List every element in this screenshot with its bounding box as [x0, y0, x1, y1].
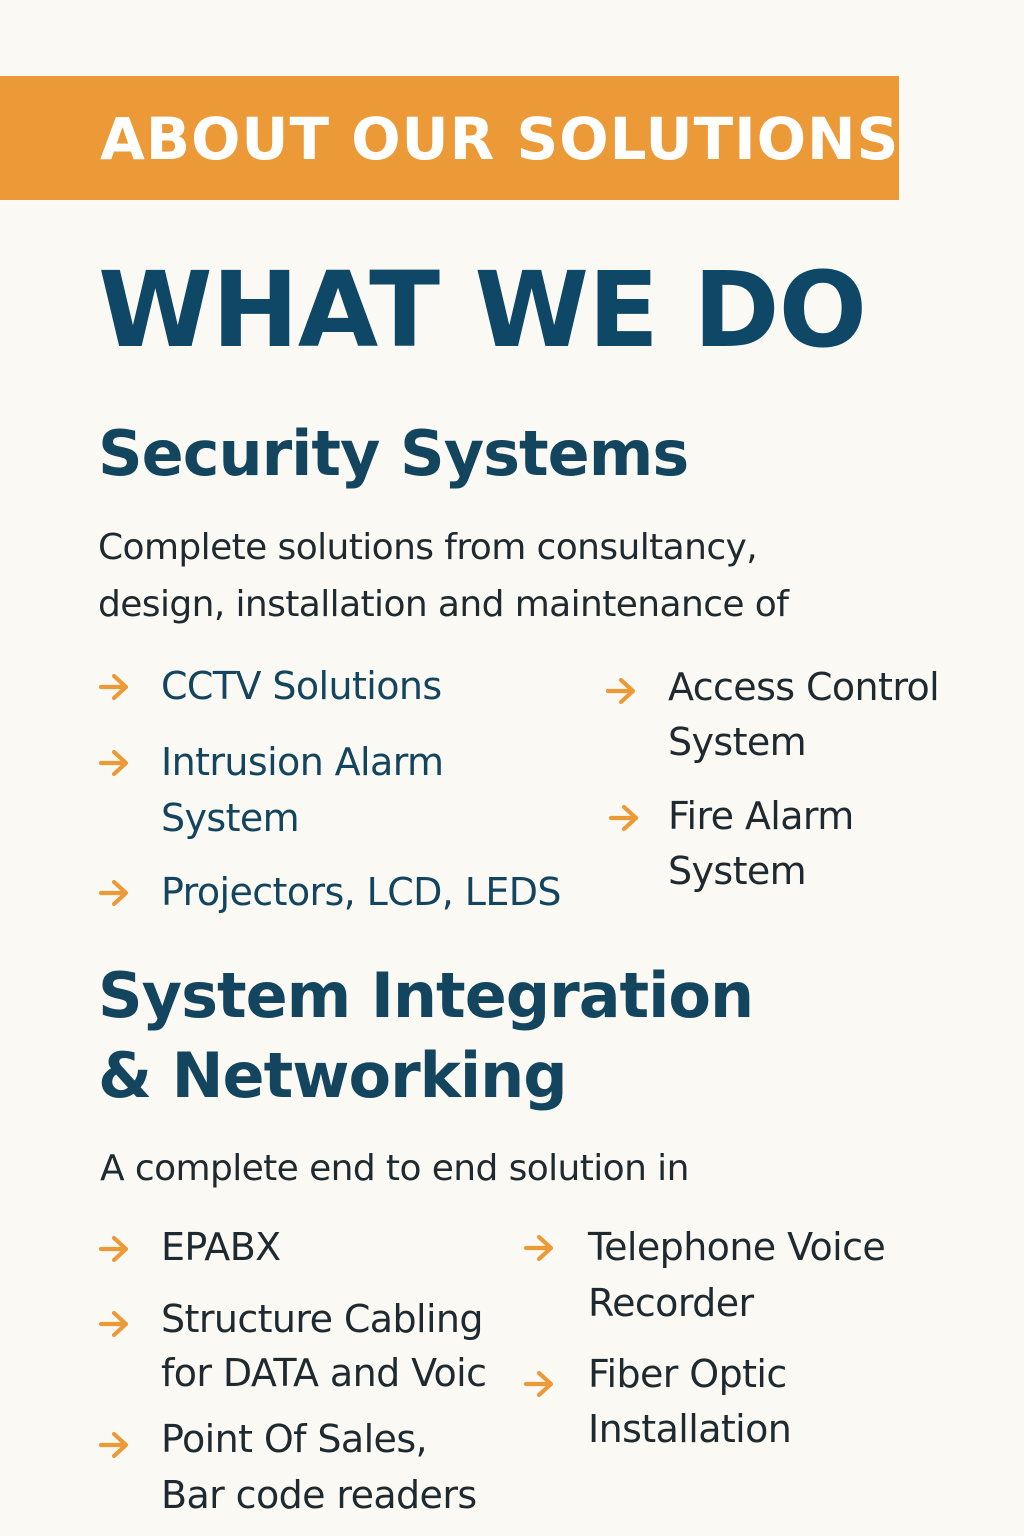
arrow-right-icon: [98, 1431, 129, 1459]
integration-heading-line-2: & Networking: [98, 1039, 568, 1112]
integration-heading-line-1: System Integration: [98, 959, 754, 1032]
integration-item-label: Recorder: [588, 1281, 754, 1325]
arrow-right-icon: [98, 1310, 129, 1338]
security-item-label: Fire Alarm: [668, 794, 854, 838]
security-heading: Security Systems: [98, 417, 689, 490]
security-intro-line-2: design, installation and maintenance of: [98, 584, 789, 625]
integration-item-label: EPABX: [161, 1225, 281, 1269]
arrow-right-icon: [98, 749, 129, 777]
security-item-label: System: [668, 849, 807, 893]
arrow-right-icon: [523, 1234, 554, 1262]
arrow-right-icon: [98, 673, 129, 701]
arrow-right-icon: [98, 879, 129, 907]
security-item-label: Projectors, LCD, LEDS: [161, 870, 562, 914]
about-banner: [0, 76, 899, 200]
banner-title: ABOUT OUR SOLUTIONS: [100, 105, 900, 173]
arrow-right-icon: [608, 804, 639, 832]
security-intro-line-1: Complete solutions from consultancy,: [98, 527, 758, 568]
integration-item-label: Fiber Optic: [588, 1352, 787, 1396]
security-item-label: Access Control: [668, 665, 940, 709]
arrow-right-icon: [98, 1235, 129, 1263]
security-item-label: System: [161, 796, 300, 840]
integration-item-label: for DATA and Voic: [161, 1351, 487, 1395]
arrow-right-icon: [605, 677, 636, 705]
security-item-label: CCTV Solutions: [161, 664, 442, 708]
integration-item-label: Point Of Sales,: [161, 1417, 428, 1461]
integration-item-label: Telephone Voice: [588, 1225, 886, 1269]
security-item-label: System: [668, 720, 807, 764]
integration-item-label: Installation: [588, 1407, 792, 1451]
security-item-label: Intrusion Alarm: [161, 740, 444, 784]
page-title: WHAT WE DO: [98, 249, 867, 371]
integration-item-label: Structure Cabling: [161, 1297, 484, 1341]
arrow-right-icon: [523, 1370, 554, 1398]
integration-intro: A complete end to end solution in: [100, 1148, 689, 1189]
integration-item-label: Bar code readers: [161, 1473, 477, 1517]
